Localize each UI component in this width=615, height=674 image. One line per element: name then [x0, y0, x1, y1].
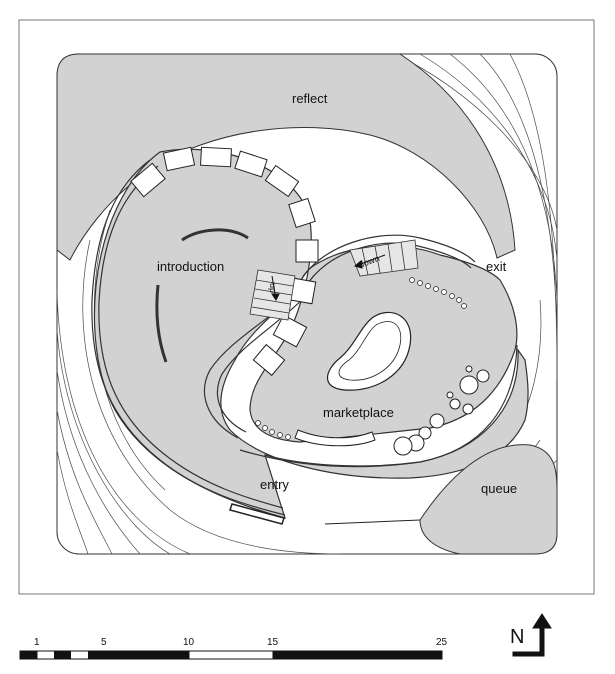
display-panels	[130, 146, 319, 377]
central-island-inner	[338, 321, 402, 381]
outer-spiral-wall-inner	[98, 165, 284, 509]
display-panel	[234, 150, 268, 178]
table-circle	[465, 365, 473, 373]
display-panel	[130, 162, 166, 198]
label-up: up	[268, 283, 278, 293]
drawing-frame	[18, 19, 595, 595]
up-arrow-icon	[271, 275, 280, 301]
stair-down	[349, 239, 419, 277]
display-panel	[162, 146, 196, 172]
outer-spiral-wall	[91, 159, 286, 516]
reflect-area	[56, 53, 516, 261]
table-circle	[462, 403, 474, 415]
display-panel	[272, 314, 308, 348]
table-circle	[446, 391, 454, 399]
display-panel	[252, 343, 286, 377]
intro-bench-top	[181, 228, 249, 242]
down-arrow-icon	[353, 254, 386, 269]
label-reflect: reflect	[292, 91, 328, 106]
entry-ramp	[229, 503, 285, 525]
marketplace-tables	[393, 365, 490, 456]
central-island	[326, 311, 412, 391]
marketplace-bench	[294, 429, 376, 447]
scale-tick-25: 25	[436, 637, 448, 648]
label-marketplace: marketplace	[323, 405, 394, 420]
table-circle	[418, 426, 432, 440]
queue-edge	[324, 519, 421, 525]
label-exit: exit	[486, 259, 507, 274]
scale-tick-1: 1	[34, 637, 40, 648]
scale-tick-15: 15	[267, 637, 279, 648]
table-circle	[476, 369, 490, 383]
display-panel	[264, 164, 300, 198]
table-circle	[459, 375, 479, 395]
scale-tick-5: 5	[101, 637, 107, 648]
east-wall	[239, 344, 518, 468]
table-circle	[449, 398, 461, 410]
display-panel	[200, 146, 232, 168]
scale-tick-10: 10	[183, 637, 195, 648]
label-entry: entry	[260, 477, 289, 492]
table-circle	[429, 413, 445, 429]
intro-bench-left	[155, 284, 168, 363]
north-arrow-icon: N	[510, 613, 552, 657]
north-letter: N	[510, 626, 524, 648]
scale-bar: 1 5 10 15 25	[19, 637, 448, 660]
label-introduction: introduction	[157, 259, 224, 274]
main-floor	[93, 148, 529, 519]
table-circle	[393, 436, 413, 456]
stool-dots	[255, 277, 467, 440]
exit-wall	[299, 234, 476, 283]
queue-area	[419, 444, 558, 555]
label-queue: queue	[481, 481, 517, 496]
display-panel	[295, 239, 319, 263]
display-panel	[288, 197, 316, 229]
